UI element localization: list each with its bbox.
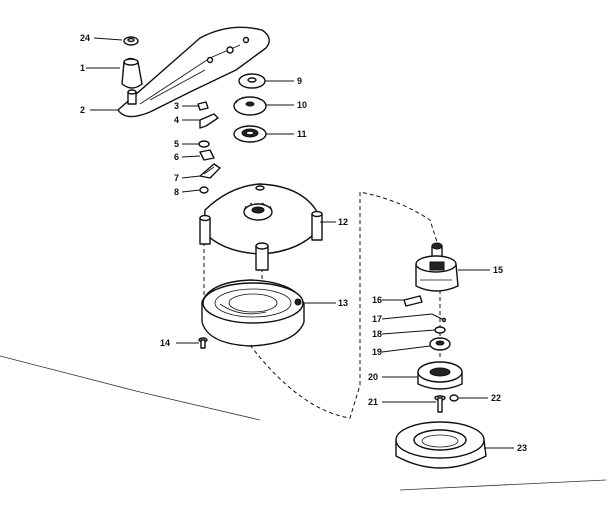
callout-8: 8 <box>174 187 179 197</box>
part-24-washer <box>123 36 139 46</box>
part-18-washer <box>434 326 446 334</box>
part-13-spring-housing <box>201 279 305 347</box>
leader-lines <box>86 37 514 449</box>
callout-18: 18 <box>372 329 382 339</box>
callout-21: 21 <box>368 397 378 407</box>
callout-13: 13 <box>338 298 348 308</box>
callout-24: 24 <box>80 33 90 43</box>
callout-4: 4 <box>174 115 179 125</box>
part-21-bolt <box>434 395 446 413</box>
part-22-nut <box>449 394 459 402</box>
part-20-bearing-ring <box>417 361 463 390</box>
part-2-lever-arm <box>117 26 270 118</box>
part-3-pin <box>197 101 209 111</box>
part-5-nut <box>198 140 210 148</box>
callout-15: 15 <box>493 265 503 275</box>
callout-16: 16 <box>372 295 382 305</box>
part-19-small-gear <box>429 337 451 351</box>
callout-17: 17 <box>372 314 382 324</box>
part-4-pawl <box>199 113 219 129</box>
callout-9: 9 <box>297 76 302 86</box>
part-1-knob <box>121 57 143 89</box>
part-16-key <box>403 295 423 307</box>
callout-14: 14 <box>160 338 170 348</box>
callout-10: 10 <box>297 100 307 110</box>
callout-12: 12 <box>338 217 348 227</box>
part-17-pin <box>431 313 447 323</box>
callout-6: 6 <box>174 152 179 162</box>
callout-20: 20 <box>368 372 378 382</box>
part-11-cone-washer <box>233 125 267 143</box>
callout-2: 2 <box>80 105 85 115</box>
part-9-washer <box>238 73 266 89</box>
page-edge-line-right <box>399 479 607 491</box>
part-12-housing-cover <box>199 183 323 271</box>
callout-1: 1 <box>80 63 85 73</box>
part-8-washer <box>199 186 209 194</box>
callout-19: 19 <box>372 347 382 357</box>
callout-11: 11 <box>297 129 307 139</box>
part-23-base-ring <box>395 421 487 469</box>
callout-22: 22 <box>491 393 501 403</box>
callout-7: 7 <box>174 173 179 183</box>
callout-23: 23 <box>517 443 527 453</box>
page-edge-line-left <box>0 355 261 421</box>
callout-5: 5 <box>174 139 179 149</box>
callout-3: 3 <box>174 101 179 111</box>
part-10-gear <box>233 96 267 116</box>
alignment-dash-bracket <box>249 191 439 419</box>
callout-labels: 24 1 2 3 4 5 6 7 8 9 10 11 12 13 14 15 1… <box>80 33 527 453</box>
part-6-clip <box>199 149 215 161</box>
part-14-screw <box>198 337 208 349</box>
part-15-pulley <box>415 242 459 292</box>
part-7-spring <box>199 163 221 179</box>
